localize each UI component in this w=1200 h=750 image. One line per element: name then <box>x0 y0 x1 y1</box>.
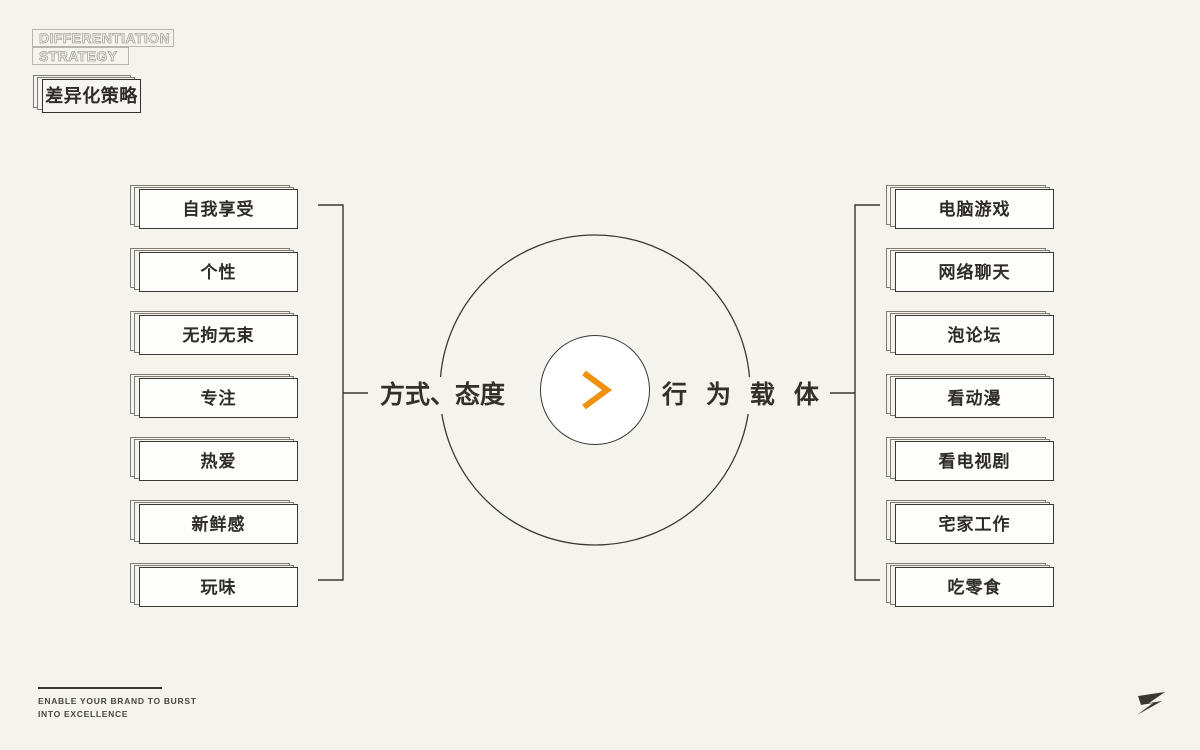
brand-logo-cn-box: 差异化策略 <box>42 79 141 113</box>
right-behavior-item-label: 泡论坛 <box>947 325 1002 345</box>
stack-layer-front: 新鲜感 <box>139 504 298 544</box>
brand-logo-en-line1-box: DIFFERENTIATION <box>32 29 174 47</box>
stack-layer-front: 网络聊天 <box>895 252 1054 292</box>
stack-layer-front: 吃零食 <box>895 567 1054 607</box>
chevron-right-icon <box>582 370 613 410</box>
right-behavior-item[interactable]: 电脑游戏 <box>886 185 1054 229</box>
brand-logo-en-line1: DIFFERENTIATION <box>39 30 170 46</box>
right-behavior-item[interactable]: 吃零食 <box>886 563 1054 607</box>
brand-logo-en-line2: STRATEGY <box>39 48 118 64</box>
right-behavior-item-label: 宅家工作 <box>938 514 1011 534</box>
footer-tagline-line2: INTO EXCELLENCE <box>38 708 129 719</box>
left-axis-label: 方式、态度 <box>376 377 510 414</box>
right-behavior-item-label: 看电视剧 <box>938 451 1011 471</box>
z-lightning-logo-icon <box>1137 692 1165 715</box>
stack-layer-front: 热爱 <box>139 441 298 481</box>
stack-layer-front: 宅家工作 <box>895 504 1054 544</box>
brand-logo-cn-label: 差异化策略 <box>45 86 138 106</box>
right-behavior-item[interactable]: 看电视剧 <box>886 437 1054 481</box>
right-behavior-item[interactable]: 泡论坛 <box>886 311 1054 355</box>
left-attribute-item-label: 个性 <box>200 262 237 282</box>
right-behavior-item[interactable]: 看动漫 <box>886 374 1054 418</box>
left-attribute-item-label: 自我享受 <box>182 199 255 219</box>
right-behavior-item[interactable]: 宅家工作 <box>886 500 1054 544</box>
stack-layer-front: 看电视剧 <box>895 441 1054 481</box>
right-behavior-item-label: 网络聊天 <box>938 262 1011 282</box>
left-attribute-item-label: 新鲜感 <box>191 514 246 534</box>
left-attribute-item[interactable]: 自我享受 <box>130 185 298 229</box>
brand-logo-en-line2-box: STRATEGY <box>32 47 129 65</box>
stack-layer-front: 自我享受 <box>139 189 298 229</box>
stack-layer-front: 个性 <box>139 252 298 292</box>
footer-divider <box>38 687 162 690</box>
stack-layer-front: 专注 <box>139 378 298 418</box>
right-bracket-connector <box>830 204 880 581</box>
stack-layer-front: 玩味 <box>139 567 298 607</box>
right-behavior-item-label: 吃零食 <box>947 577 1002 597</box>
left-attribute-item[interactable]: 热爱 <box>130 437 298 481</box>
center-diagram: 方式、态度 行 为 载 体 <box>340 180 860 600</box>
left-bracket-connector <box>318 204 368 581</box>
right-behavior-item[interactable]: 网络聊天 <box>886 248 1054 292</box>
stack-layer-front: 看动漫 <box>895 378 1054 418</box>
stack-layer-front: 泡论坛 <box>895 315 1054 355</box>
footer-tagline: ENABLE YOUR BRAND TO BURST INTO EXCELLEN… <box>38 687 238 720</box>
stack-layer-front: 无拘无束 <box>139 315 298 355</box>
right-axis-label: 行 为 载 体 <box>658 377 829 414</box>
left-attribute-item[interactable]: 无拘无束 <box>130 311 298 355</box>
left-attribute-item-label: 玩味 <box>200 577 237 597</box>
left-attribute-item-label: 热爱 <box>200 451 237 471</box>
left-attribute-item[interactable]: 玩味 <box>130 563 298 607</box>
center-circle[interactable] <box>540 335 650 445</box>
left-attribute-item-label: 无拘无束 <box>182 325 255 345</box>
stack-layer-front: 电脑游戏 <box>895 189 1054 229</box>
left-attribute-item[interactable]: 个性 <box>130 248 298 292</box>
brand-logo: DIFFERENTIATION STRATEGY 差异化策略 <box>29 27 209 113</box>
left-attribute-item[interactable]: 新鲜感 <box>130 500 298 544</box>
right-behavior-item-label: 电脑游戏 <box>938 199 1011 219</box>
footer-tagline-line1: ENABLE YOUR BRAND TO BURST <box>38 696 197 707</box>
right-behavior-item-label: 看动漫 <box>947 388 1002 408</box>
left-attribute-item-label: 专注 <box>200 388 237 408</box>
left-attribute-item[interactable]: 专注 <box>130 374 298 418</box>
